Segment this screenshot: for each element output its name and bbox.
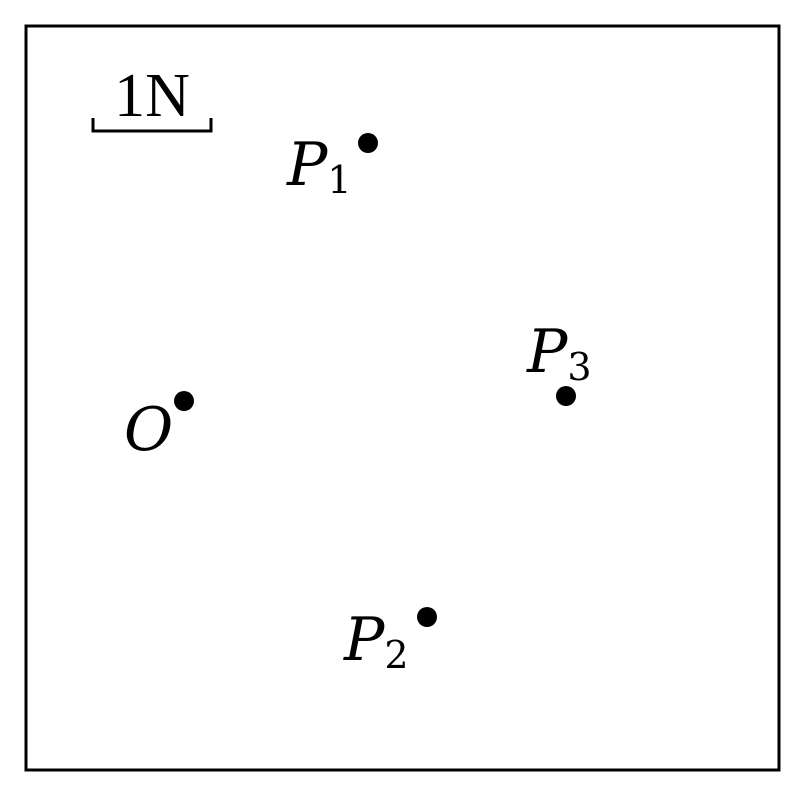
point-p3-dot	[556, 386, 576, 406]
point-p2-letter: P	[343, 605, 386, 675]
point-p3: P3	[526, 317, 592, 406]
point-p1-subscript: 1	[327, 158, 351, 202]
point-o: O	[124, 391, 194, 465]
point-p2-dot	[417, 607, 437, 627]
point-p3-label: P3	[526, 317, 592, 389]
point-p1-letter: P	[286, 130, 329, 200]
scale-bar-bracket	[91, 118, 213, 133]
diagram-frame	[24, 24, 781, 772]
point-o-dot	[174, 391, 194, 411]
scale-bar-label: 1N	[114, 62, 190, 130]
point-p2-subscript: 2	[384, 633, 408, 677]
scale-bar: 1N	[91, 62, 213, 133]
point-p1-label: P1	[286, 130, 352, 202]
point-p1-dot	[358, 133, 378, 153]
point-p1: P1	[286, 130, 378, 202]
point-p2: P2	[343, 605, 437, 677]
point-p3-letter: P	[526, 317, 569, 387]
point-o-label: O	[124, 395, 173, 465]
point-p2-label: P2	[343, 605, 409, 677]
point-p3-subscript: 3	[567, 345, 591, 389]
